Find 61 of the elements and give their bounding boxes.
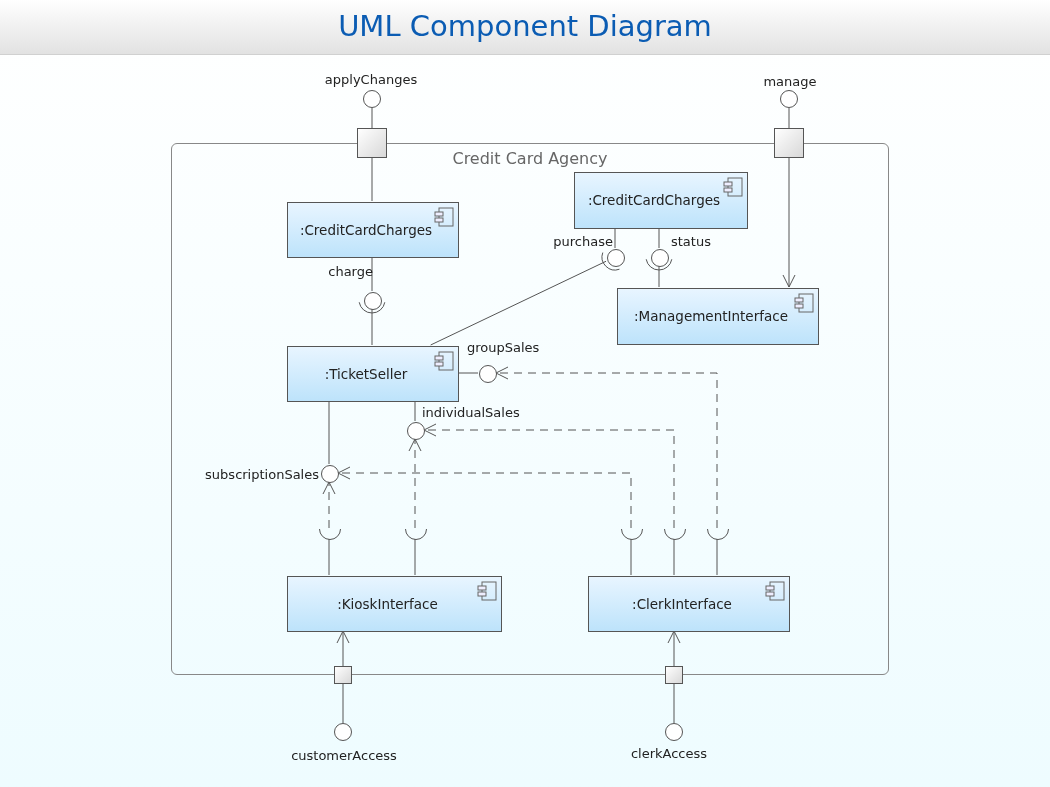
connector-line	[658, 227, 660, 249]
socket-arc	[707, 529, 729, 540]
connector-line	[328, 538, 330, 576]
component-label: :ManagementInterface	[634, 307, 788, 327]
dependency-arrow	[495, 366, 718, 529]
connector-line	[788, 107, 790, 129]
connector-line	[371, 107, 373, 129]
socket-arc	[319, 529, 341, 540]
arrow	[336, 630, 350, 667]
dependency-arrow	[423, 423, 675, 529]
dependency-arrow	[337, 466, 632, 529]
boundary-label: Credit Card Agency	[452, 148, 608, 170]
system-boundary	[171, 143, 889, 675]
connector-line	[658, 265, 660, 288]
connector-line	[630, 538, 632, 576]
component-label: :TicketSeller	[324, 364, 408, 384]
port-square	[665, 666, 683, 684]
connector-line	[342, 683, 344, 724]
component-box	[287, 576, 502, 632]
interface-label: subscriptionSales	[205, 467, 319, 483]
interface-label: applyChanges	[324, 72, 418, 88]
connector-line	[430, 260, 607, 346]
connector-line	[414, 400, 416, 422]
connector-line	[371, 256, 373, 292]
connector-line	[371, 157, 373, 202]
socket-arc	[621, 529, 643, 540]
dependency-arrow	[322, 481, 336, 529]
connector-line	[457, 372, 479, 374]
interface-label: clerkAccess	[630, 746, 708, 762]
interface-label: charge	[328, 264, 373, 280]
connector-line	[614, 227, 616, 249]
port-square	[774, 128, 804, 158]
arrow	[782, 157, 796, 288]
interface-label: individualSales	[422, 405, 520, 421]
dependency-arrow	[408, 438, 422, 529]
interface-label: groupSales	[467, 340, 540, 356]
component-box	[574, 172, 748, 229]
connector-line	[414, 538, 416, 576]
component-box	[287, 346, 459, 402]
socket-arc	[405, 529, 427, 540]
interface-label: status	[671, 234, 711, 250]
interface-label: customerAccess	[291, 748, 397, 764]
arrow	[667, 630, 681, 667]
port-square	[334, 666, 352, 684]
connector-line	[673, 538, 675, 576]
component-label: :CreditCardCharges	[587, 191, 721, 211]
connector-line	[328, 400, 330, 465]
connector-line	[673, 683, 675, 724]
connector-line	[716, 538, 718, 576]
component-label: :CreditCardCharges	[299, 220, 433, 240]
connector-line	[371, 308, 373, 346]
component-box	[287, 202, 459, 258]
component-label: :ClerkInterface	[632, 594, 732, 614]
component-box	[617, 288, 819, 345]
interface-label: purchase	[553, 234, 613, 250]
port-square	[357, 128, 387, 158]
interface-label: manage	[763, 74, 817, 90]
socket-arc	[664, 529, 686, 540]
component-label: :KioskInterface	[337, 594, 438, 614]
component-box	[588, 576, 790, 632]
diagram-title: UML Component Diagram	[338, 8, 712, 46]
